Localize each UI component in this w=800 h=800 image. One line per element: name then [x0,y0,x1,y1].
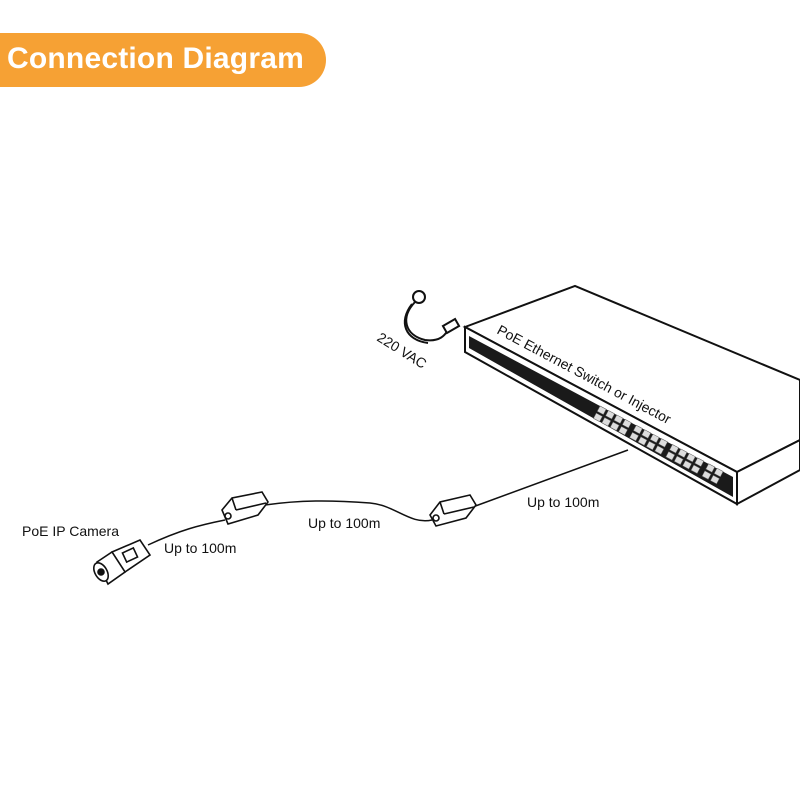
switch-port [701,470,712,480]
switch-port [646,440,656,451]
switch-port [705,463,716,473]
plug-icon [412,290,426,304]
switch-port [649,433,660,444]
switch-port [713,467,724,478]
switch-port [665,451,676,461]
cable-switch-to-injector2 [469,449,629,509]
switch-port [613,414,624,424]
switch-port [677,448,688,458]
switch-port [633,424,643,435]
switch-port [605,410,615,420]
switch-port [637,436,648,446]
switch-port [658,438,668,448]
segment2-label: Up to 100m [308,515,380,531]
switch-port [641,429,652,439]
ip-camera [92,539,152,586]
segment1-label: Up to 100m [164,540,236,556]
switch-port [601,417,612,427]
cable-injector1-to-camera [147,519,226,546]
switch-port [669,444,679,454]
switch-port [654,445,665,455]
cables [147,449,629,546]
power-label: 220 VAC [374,329,429,372]
switch-port [618,426,628,436]
title: Connection Diagram [7,42,304,75]
switch-port [622,419,632,429]
poe-extender-1 [221,491,269,525]
poe-switch [462,284,800,506]
switch-port [690,464,701,474]
switch-ports [593,405,724,485]
switch-port [710,474,720,485]
switch-port [682,460,692,470]
switch-port [686,453,696,463]
segment3-label: Up to 100m [527,494,599,510]
camera-label: PoE IP Camera [22,523,119,539]
switch-port [673,455,684,465]
switch-side [736,438,800,506]
switch-port [694,457,705,467]
title-banner: Connection Diagram [0,33,326,87]
switch-port [629,431,639,442]
poe-extender-2 [429,494,477,527]
power-cord [403,290,461,344]
switch-port [609,421,620,431]
cable-injector2-to-injector1 [264,500,433,522]
switch-port [593,412,603,422]
switch-port [596,405,607,415]
